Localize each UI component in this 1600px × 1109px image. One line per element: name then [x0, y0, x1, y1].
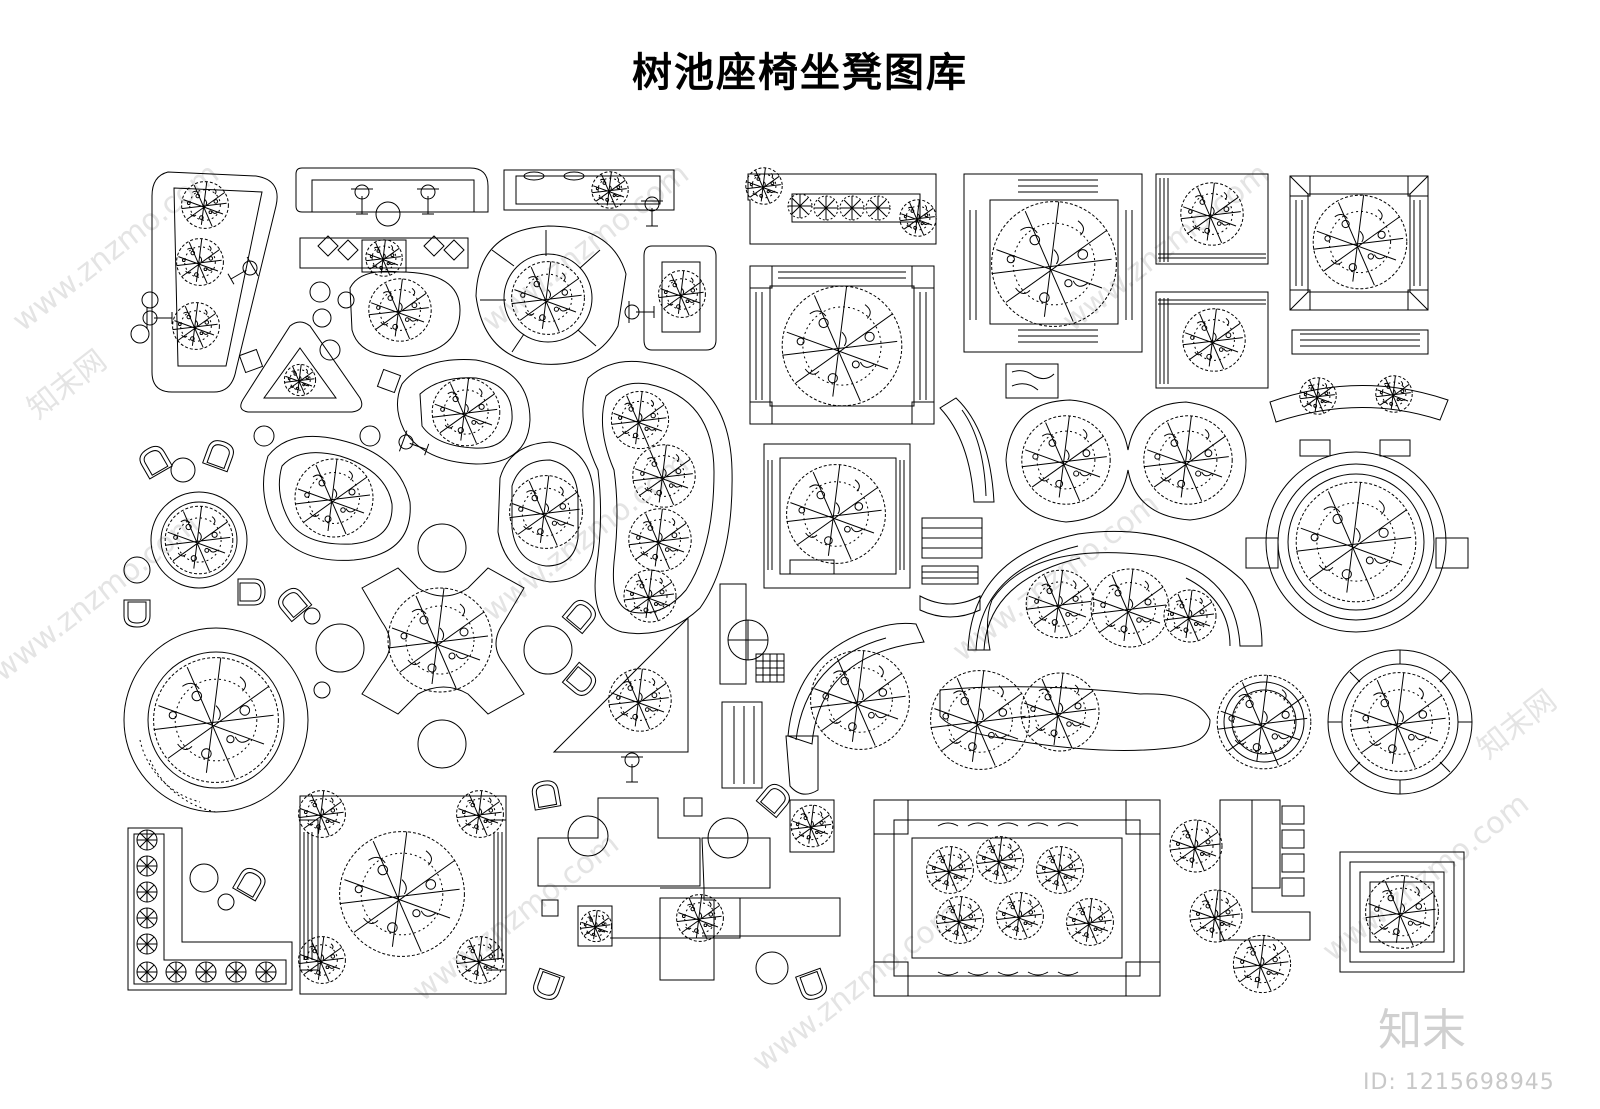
bench-with-people — [296, 168, 488, 226]
triangle-tree-pool-with-person — [554, 618, 688, 783]
cross-tree-planter — [273, 524, 601, 768]
stepped-square-tree-pool — [1340, 852, 1464, 972]
triangular-tree-planter — [239, 322, 400, 446]
image-id-label: ID: 1215698945 — [1363, 1070, 1555, 1095]
long-bench-with-tree — [504, 170, 674, 227]
blob-tree-planter-small — [350, 271, 460, 356]
brand-logo: 知末 — [1378, 1005, 1466, 1056]
rect-tree-pool-with-benches — [874, 800, 1160, 996]
circle-tree-pool-radial-bench — [1246, 440, 1468, 632]
long-hedge-planter — [745, 167, 937, 244]
blob-tree-planter-b — [395, 360, 530, 465]
l-bench-with-chairs — [1169, 800, 1310, 994]
semicircle-tree-bench — [968, 531, 1262, 650]
blob-tree-planter-a — [264, 436, 411, 560]
square-tree-pool-steps — [964, 174, 1142, 352]
kidney-tree-planter — [583, 361, 732, 633]
square-tree-pool-with-planters — [298, 790, 506, 994]
page-title: 树池座椅坐凳图库 — [632, 50, 968, 96]
blob-tree-planter-c — [498, 442, 594, 582]
large-round-tree-pool — [124, 628, 308, 812]
round-stools-col1 — [131, 282, 354, 360]
double-round-tree-pool — [1006, 400, 1246, 522]
round-tree-pool-bench-ring — [1216, 674, 1312, 770]
arc-bench-two-trees — [1270, 375, 1448, 422]
square-tree-pool-bench-a — [750, 266, 934, 424]
cross-paving-with-planters — [530, 778, 840, 1004]
round-radial-tree-pool — [1328, 650, 1472, 794]
straight-bench-slats — [1292, 330, 1428, 354]
l-bench-tree-pools — [1156, 174, 1268, 388]
tapered-tree-planter — [142, 172, 277, 392]
round-tree-planter-a — [123, 436, 266, 628]
l-shaped-flower-bench — [128, 828, 292, 990]
bench-with-tree-pool — [300, 236, 468, 277]
ring-segment-tree-planter — [476, 226, 626, 364]
fan-bench-tree-pool — [786, 623, 1210, 794]
square-tree-pool-bench-b — [764, 444, 910, 588]
square-tree-pool-small — [624, 246, 716, 350]
square-bench-tree-pool-large — [1290, 176, 1428, 310]
curved-benches — [920, 364, 1058, 617]
stone-elements — [720, 584, 784, 788]
